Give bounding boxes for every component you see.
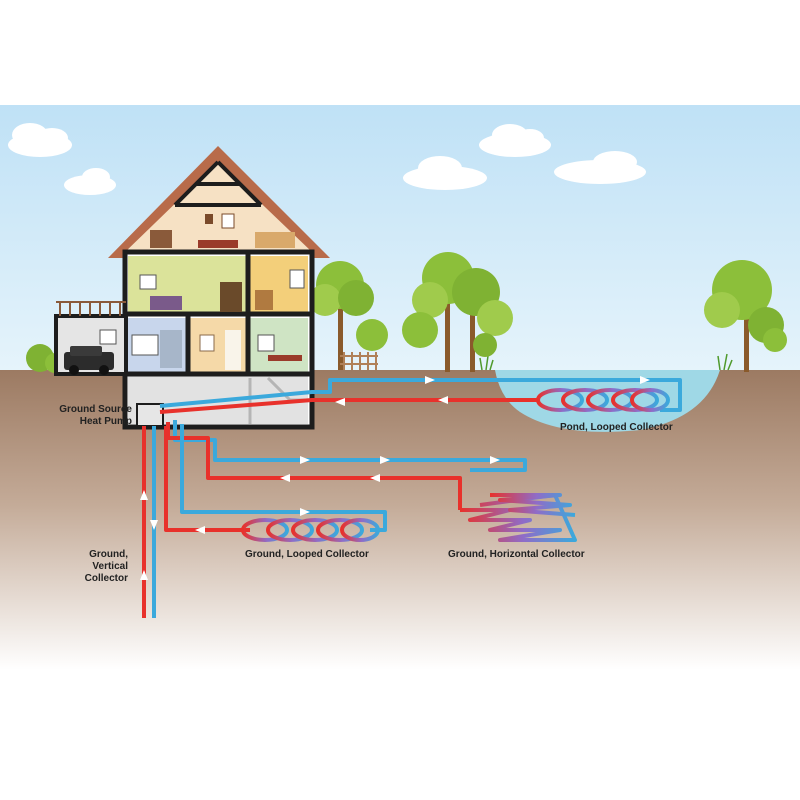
pond-cold-line (159, 378, 682, 412)
pond-collector-label: Pond, Looped Collector (560, 422, 673, 433)
fence (340, 352, 378, 370)
ground-looped-hot-line (164, 426, 250, 532)
house (54, 146, 330, 430)
pond-hot-line (159, 398, 540, 414)
horizontal-collector-label: Ground, Horizontal Collector (448, 549, 585, 560)
heat-pump-label-2: Heat Pump (80, 416, 132, 427)
vertical-label-2: Vertical (92, 561, 128, 572)
pond-coil (536, 388, 670, 412)
ground-looped-label: Ground, Looped Collector (245, 549, 369, 560)
horizontal-coil (460, 493, 577, 542)
heat-pump-unit (136, 403, 164, 427)
reeds (479, 353, 733, 371)
clouds (8, 123, 646, 195)
vertical-label-1: Ground, (89, 549, 128, 560)
ground-coil (241, 518, 380, 542)
pipes (142, 378, 682, 618)
vertical-label-3: Collector (85, 573, 128, 584)
heat-pump-label-1: Ground Source (59, 404, 132, 415)
flow-arrows (140, 376, 650, 580)
